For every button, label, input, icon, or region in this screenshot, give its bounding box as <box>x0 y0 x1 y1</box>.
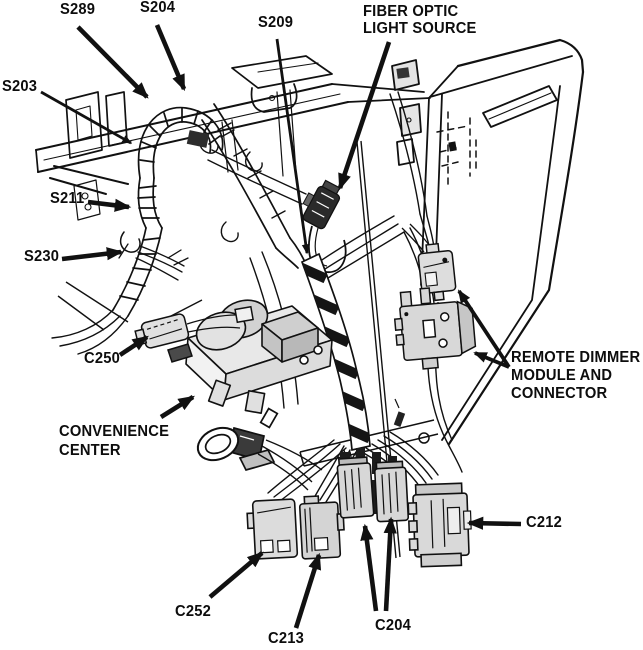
callout-c213: C213 <box>268 630 304 647</box>
callout-fiber-optic-light-source: FIBER OPTIC LIGHT SOURCE <box>363 3 477 37</box>
s203-arrow <box>40 90 133 145</box>
callout-s204: S204 <box>140 0 176 16</box>
s230-arrow <box>61 247 124 262</box>
callout-s203: S203 <box>2 78 38 95</box>
connector-c204-a <box>336 456 375 519</box>
callout-arrows <box>40 24 522 629</box>
connector-c204-b <box>374 460 410 523</box>
callout-convenience-center: CONVENIENCE CENTER <box>59 423 170 459</box>
callout-s230: S230 <box>24 248 60 265</box>
convenience-center-box <box>185 299 333 415</box>
fiber-optic-arrow <box>337 41 392 191</box>
dimmer-module <box>393 287 477 370</box>
callout-c252: C252 <box>175 603 211 620</box>
callout-c204: C204 <box>375 617 411 634</box>
connector-c213 <box>298 495 345 560</box>
relay-cube <box>261 311 319 363</box>
remote-dimmer-arrow-lower <box>473 351 510 369</box>
c250-arrow <box>118 335 149 357</box>
s211-arrow <box>87 198 132 212</box>
c213-arrow <box>293 552 322 629</box>
callout-s289: S289 <box>60 1 96 18</box>
callout-remote-dimmer: REMOTE DIMMER MODULE AND CONNECTOR <box>511 349 641 402</box>
fiber-optic-connector <box>302 179 347 273</box>
callout-s211: S211 <box>50 190 85 207</box>
s209-arrow <box>275 38 310 255</box>
corrugated-loom <box>51 106 224 355</box>
tape-wrapped-trunk <box>300 252 371 452</box>
connector-c252 <box>246 498 299 560</box>
c252-arrow <box>208 551 264 599</box>
column-grommet-connector <box>196 407 323 491</box>
c204-arrow-right <box>383 516 397 612</box>
callout-c250: C250 <box>84 350 120 367</box>
dimmer-connector <box>417 242 457 302</box>
s204-arrow <box>154 24 187 92</box>
callout-s209: S209 <box>258 14 294 31</box>
c204-arrow-left <box>360 523 379 612</box>
convenience-center-arrow <box>159 395 195 419</box>
remote-dimmer-arrow-upper <box>457 289 511 369</box>
c212-arrow <box>466 516 522 530</box>
s289-arrow <box>76 25 149 99</box>
connector-c212 <box>407 482 472 568</box>
instrument-panel-beam <box>35 55 431 243</box>
remote-dimmer-assembly <box>393 223 477 370</box>
right-end-panel <box>391 38 585 446</box>
callout-c212: C212 <box>526 514 562 531</box>
hidden-edge-dashes <box>436 111 477 189</box>
